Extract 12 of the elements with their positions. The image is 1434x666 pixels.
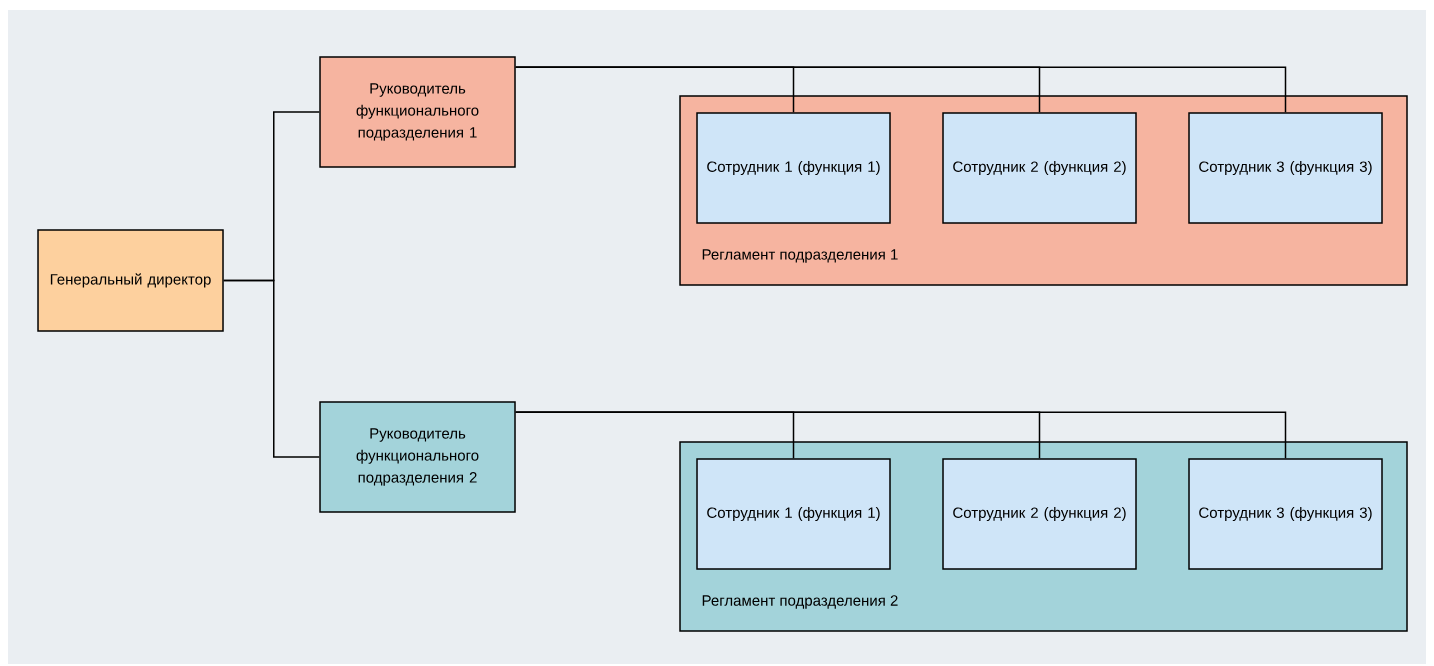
connector bbox=[515, 411, 1287, 459]
manager-box: Генеральный директор bbox=[37, 229, 224, 332]
employee-box: Сотрудник 1 (функция 1) bbox=[696, 458, 891, 570]
connector bbox=[515, 66, 1287, 113]
manager-box: Руководитель функционального подразделения 2 bbox=[319, 401, 516, 513]
connector bbox=[223, 279, 320, 458]
employee-box: Сотрудник 2 (функция 2) bbox=[942, 112, 1137, 224]
employee-box: Сотрудник 1 (функция 1) bbox=[696, 112, 891, 224]
employee-box: Сотрудник 3 (функция 3) bbox=[1188, 458, 1383, 570]
employee-box: Сотрудник 2 (функция 2) bbox=[942, 458, 1137, 570]
employee-box: Сотрудник 3 (функция 3) bbox=[1188, 112, 1383, 224]
manager-box: Руководитель функционального подразделения 1 bbox=[319, 56, 516, 168]
